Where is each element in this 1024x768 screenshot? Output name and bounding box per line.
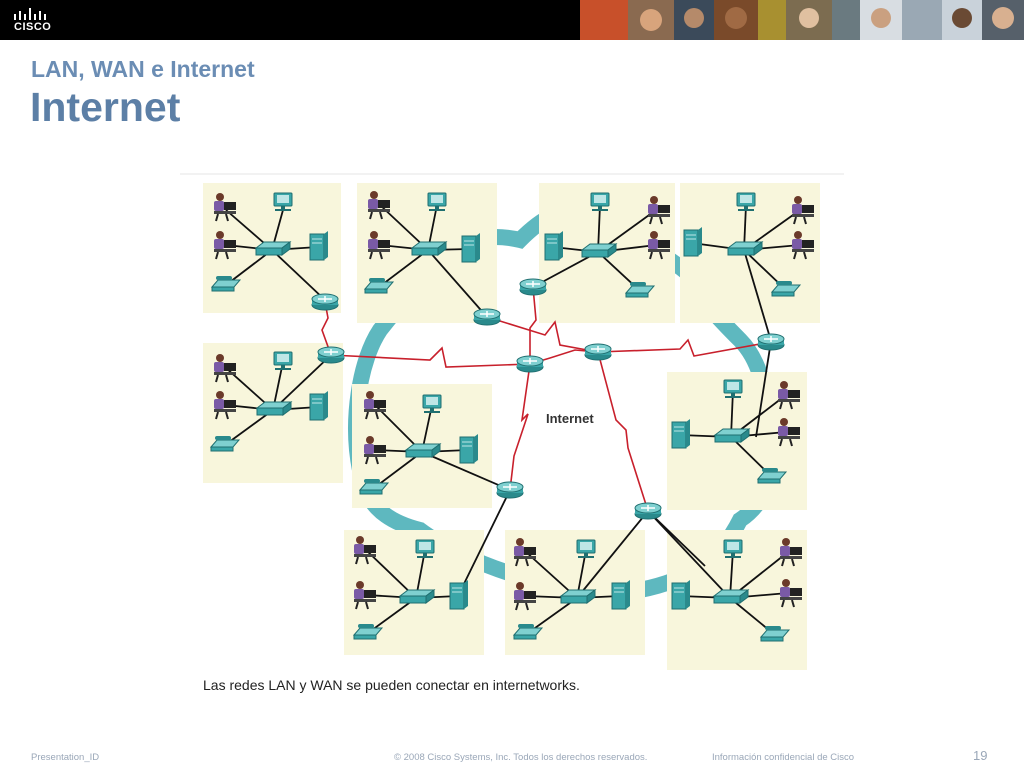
internetwork-diagram: Internet [180,173,844,670]
slide-title: Internet [30,84,181,130]
footer-confidential: Información confidencial de Cisco [712,752,855,763]
cloud-label: Internet [546,411,594,426]
footer-copyright: © 2008 Cisco Systems, Inc. Todos los der… [394,752,648,763]
figure-caption: Las redes LAN y WAN se pueden conectar e… [203,677,580,693]
header-photo-strip [580,0,1024,40]
header-bar: CISCO [0,0,1024,40]
cisco-logo-icon [14,8,46,20]
footer-presentation-id: Presentation_ID [31,752,100,763]
slide-subtitle: LAN, WAN e Internet [31,56,255,82]
logo-text: CISCO [14,21,52,33]
page-number: 19 [973,748,988,763]
